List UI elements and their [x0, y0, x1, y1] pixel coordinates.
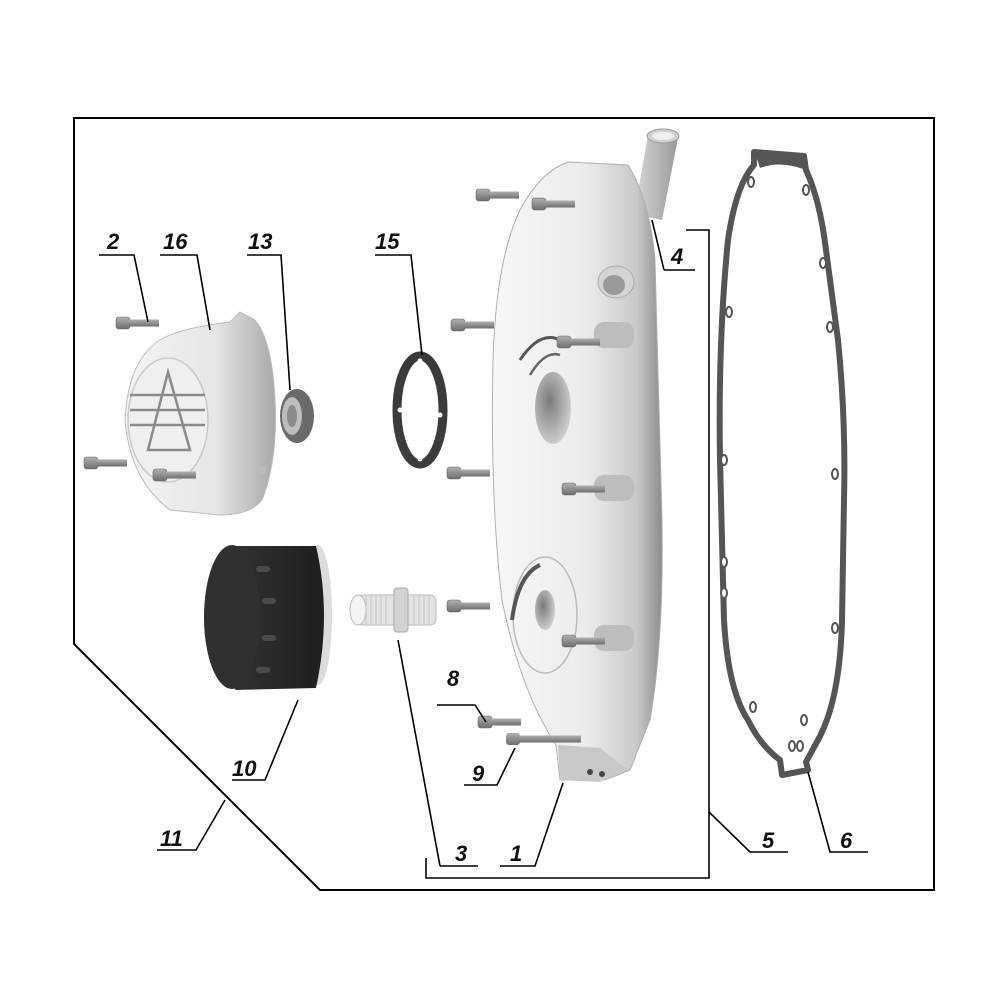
- cover-gasket: [716, 149, 848, 778]
- callout-11: 11: [160, 826, 183, 851]
- bolt-icon: [475, 188, 520, 202]
- callout-13: 13: [248, 229, 272, 254]
- callout-5: 5: [762, 828, 775, 853]
- leader-lines: [99, 219, 868, 867]
- brand-logo-icon: [130, 367, 205, 452]
- threaded-fitting: [349, 587, 437, 633]
- bolt-icon: [83, 456, 128, 470]
- oil-seal: [280, 389, 314, 443]
- subassembly-bracket: [425, 229, 710, 879]
- callout-2: 2: [106, 229, 120, 254]
- bolt-icon: [446, 466, 491, 480]
- callout-1: 1: [510, 841, 522, 866]
- callout-16: 16: [163, 229, 188, 254]
- cover-bolt: [115, 316, 160, 330]
- callout-9: 9: [472, 761, 485, 786]
- round-cover: [124, 311, 276, 516]
- callout-3: 3: [455, 841, 467, 866]
- main-cover-housing: [491, 161, 663, 782]
- bolt-icon: [446, 599, 491, 613]
- assembly-frame-outline: [73, 117, 935, 891]
- callout-6: 6: [840, 828, 853, 853]
- short-bolt: [477, 715, 522, 729]
- breather-tube: [634, 128, 680, 220]
- long-bolt: [506, 733, 581, 745]
- callout-15: 15: [375, 229, 400, 254]
- oil-filter: [204, 545, 332, 690]
- bolt-icon: [450, 318, 495, 332]
- callout-4: 4: [670, 244, 683, 269]
- callout-8: 8: [447, 666, 460, 691]
- round-gasket: [392, 351, 448, 469]
- callout-10: 10: [232, 756, 257, 781]
